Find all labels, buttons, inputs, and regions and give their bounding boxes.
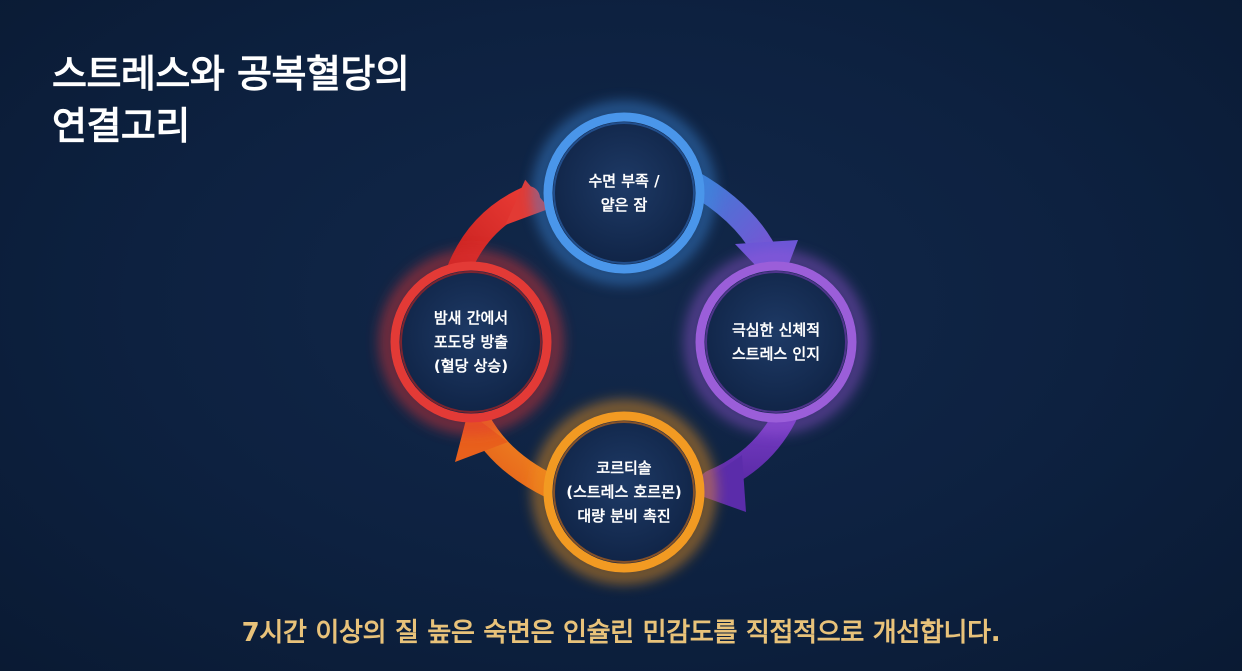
node-sleep-line-1: 수면 부족 / — [588, 172, 660, 190]
node-stress-line-1: 극심한 신체적 — [731, 321, 821, 339]
node-cortisol-label: 코르티솔 (스트레스 호르몬) 대량 분비 촉진 — [554, 456, 694, 528]
node-cortisol-line-1: 코르티솔 — [596, 459, 652, 477]
node-stress-line-2: 스트레스 인지 — [731, 345, 821, 363]
slide-title-line-2: 연결고리 — [52, 104, 190, 148]
node-sleep-circle — [533, 102, 715, 284]
node-stress-circle — [685, 251, 867, 433]
bottom-caption: 7시간 이상의 질 높은 숙면은 인슐린 민감도를 직접적으로 개선합니다. — [241, 618, 1001, 648]
node-cortisol-circle — [533, 401, 715, 583]
node-stress-label: 극심한 신체적 스트레스 인지 — [706, 318, 846, 366]
slide-title: 스트레스와 공복혈당의 연결고리 — [52, 48, 410, 152]
node-cortisol-line-2: (스트레스 호르몬) — [566, 483, 682, 501]
node-sleep-label: 수면 부족 / 얕은 잠 — [554, 169, 694, 217]
slide-title-line-1: 스트레스와 공복혈당의 — [52, 52, 410, 96]
node-cortisol-line-3: 대량 분비 촉진 — [577, 507, 671, 525]
node-glucose-line-1: 밤새 간에서 — [433, 309, 509, 327]
node-glucose-line-2: 포도당 방출 — [433, 333, 509, 351]
node-sleep-line-2: 얕은 잠 — [600, 196, 648, 214]
node-glucose-line-3: (혈당 상승) — [433, 357, 509, 375]
node-glucose-label: 밤새 간에서 포도당 방출 (혈당 상승) — [401, 306, 541, 378]
node-glucose-circle — [380, 251, 562, 433]
